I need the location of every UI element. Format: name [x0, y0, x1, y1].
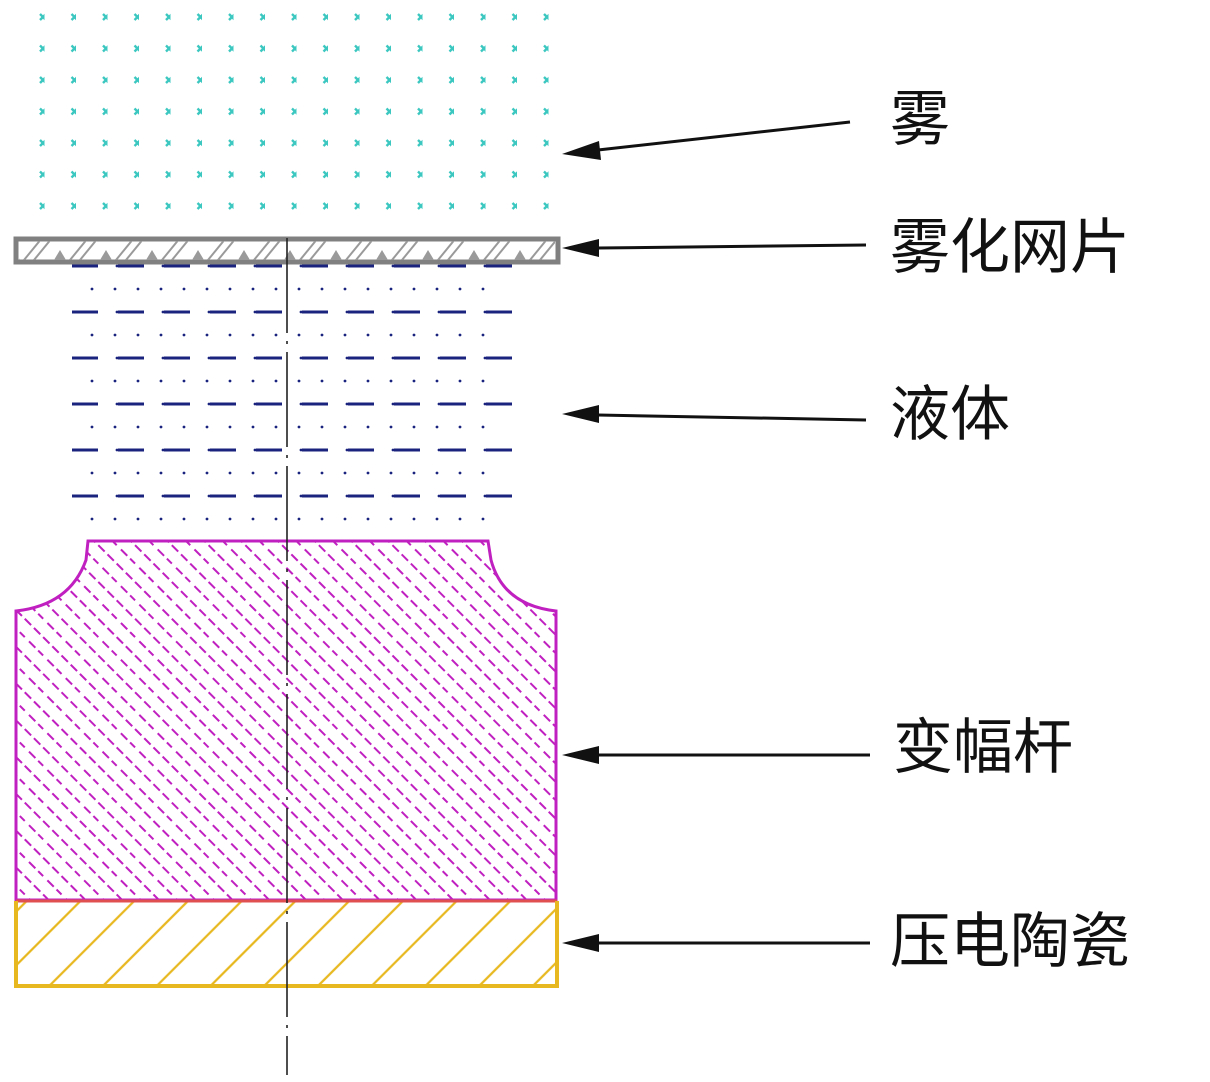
mist-region	[20, 10, 560, 226]
arrow-mist	[562, 120, 851, 160]
label-liquid: 液体	[890, 380, 1010, 450]
label-mist: 雾	[890, 85, 950, 155]
horn-body	[14, 539, 558, 902]
arrow-horn	[562, 746, 870, 764]
label-horn: 变幅杆	[893, 713, 1073, 783]
liquid-region	[72, 264, 512, 521]
arrow-mesh	[562, 239, 867, 257]
arrow-liquid	[562, 405, 867, 423]
label-piezo-ceramic: 压电陶瓷	[890, 907, 1130, 977]
label-atomizing-mesh: 雾化网片	[890, 213, 1130, 283]
arrow-piezo	[562, 934, 870, 952]
leader-arrows	[562, 120, 870, 952]
